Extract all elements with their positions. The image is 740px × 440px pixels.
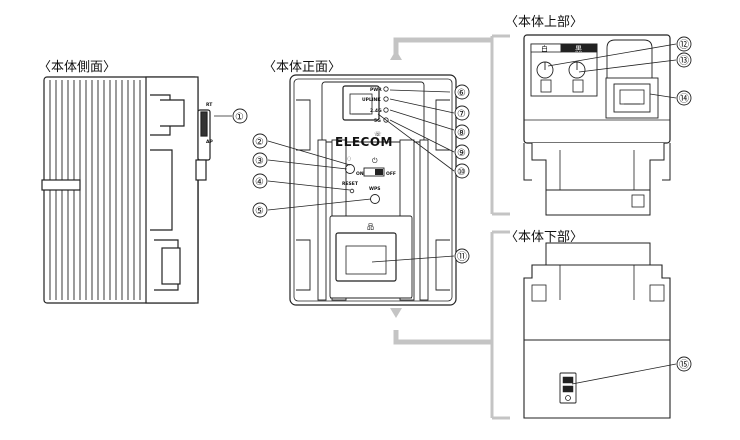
callout-1-circle: [232, 108, 248, 124]
callout-8: ⑧: [457, 128, 466, 139]
pwr-label: PWR: [370, 87, 382, 93]
reset-hole[interactable]: [349, 188, 355, 194]
switch-rt-label: RT: [206, 102, 213, 108]
callout-15: ⑮: [679, 359, 689, 371]
arrow-to-top-view: [390, 50, 402, 60]
bottom-view: [523, 242, 671, 419]
on-label: ON: [356, 171, 364, 177]
uplink-label: UPLINK: [362, 97, 381, 103]
callouts: [252, 36, 692, 372]
off-label: OFF: [386, 171, 396, 177]
lan-port-icon: 品: [367, 223, 374, 231]
power-symbol-icon: ⏻: [372, 157, 378, 165]
callout-13: ⑬: [679, 55, 689, 67]
callout-10: ⑩: [457, 167, 466, 178]
wifi-icon: ◌: [347, 156, 351, 162]
side-view: [41, 76, 211, 304]
top-leader-lines: [547, 43, 677, 99]
callout-4: ④: [255, 177, 264, 188]
callout-3: ③: [255, 156, 264, 167]
wps-label: WPS: [369, 186, 381, 192]
wps-button[interactable]: [370, 194, 380, 204]
bottom-view-title: 〈本体下部〉: [505, 230, 584, 245]
side-view-title: 〈本体側面〉: [38, 60, 117, 75]
callout-11: ⑪: [457, 251, 467, 263]
leader-line-15: [571, 363, 677, 385]
power-switch-knob: [375, 169, 383, 175]
callout-2: ②: [255, 137, 264, 148]
white-terminal-label: 白: [541, 44, 548, 53]
black-terminal-label: 黒: [575, 45, 582, 53]
top-view: [523, 34, 671, 216]
view-connector-lines: [393, 34, 510, 420]
arrow-to-bottom-view: [390, 308, 402, 318]
callout-1: ①: [235, 112, 244, 123]
brand-logo: ELECOM: [335, 135, 393, 149]
callout-14: ⑭: [679, 93, 689, 105]
callout-12: ⑫: [679, 39, 689, 51]
reset-label: RESET: [342, 181, 359, 187]
power-switch[interactable]: [363, 167, 385, 177]
front-view-title: 〈本体正面〉: [263, 60, 342, 75]
switch-ap-label: AP: [206, 139, 213, 145]
callout-5: ⑤: [255, 206, 264, 217]
label-24g: 2.4G: [370, 108, 382, 114]
callout-6: ⑥: [457, 88, 466, 99]
callout-7: ⑦: [457, 109, 466, 120]
led-24g: [383, 107, 389, 113]
top-view-title: 〈本体上部〉: [505, 15, 584, 30]
tel-icon: ☏: [374, 131, 382, 138]
pwr-led: [383, 86, 389, 92]
callout-9: ⑨: [457, 148, 466, 159]
label-5g: 5G: [374, 118, 381, 124]
uplink-led: [383, 96, 389, 102]
front-leader-lines: [267, 89, 455, 263]
